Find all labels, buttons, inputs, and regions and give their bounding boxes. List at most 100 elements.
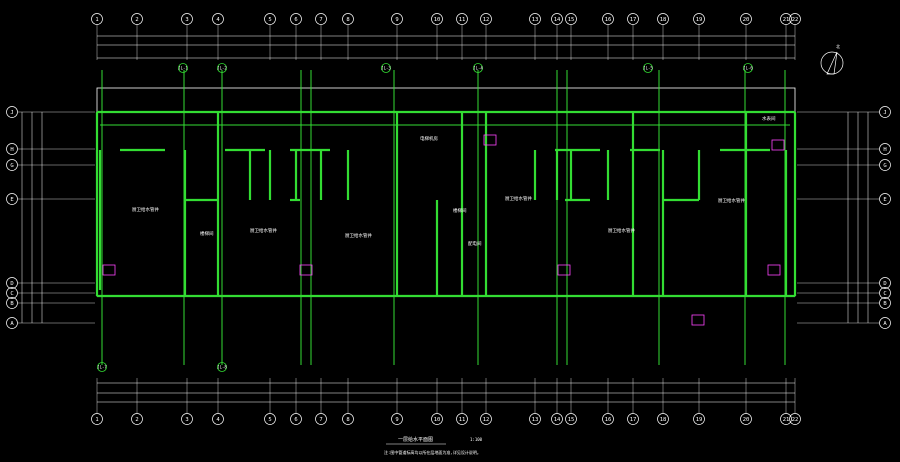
axis-right-E: E [879, 193, 891, 205]
room-label-11: 水表间 [762, 115, 776, 122]
room-label-7: 厨卫给水管井 [718, 197, 745, 204]
axis-left-A: A [6, 317, 18, 329]
riser-label-2: JL-2 [217, 66, 227, 71]
axis-left-C: C [6, 287, 18, 299]
axis-top-14: 14 [551, 13, 563, 25]
axis-bottom-19: 19 [693, 413, 705, 425]
axis-top-4: 4 [212, 13, 224, 25]
bottom-dimension-lines [97, 382, 795, 403]
axis-top-16-label: 16 [605, 17, 612, 23]
axis-bottom-15-label: 15 [568, 417, 575, 423]
fixture-3 [767, 264, 781, 276]
axis-bottom-10: 10 [431, 413, 443, 425]
axis-top-17: 17 [627, 13, 639, 25]
plumbing-fixtures [102, 134, 785, 326]
axis-left-H-label: H [10, 147, 13, 153]
axis-right-B-label: B [883, 301, 887, 307]
north-label: 北 [836, 43, 840, 49]
axis-right-J-label: J [883, 110, 886, 116]
axis-top-8-label: 8 [346, 17, 349, 23]
fixture-6 [691, 314, 705, 326]
room-label-4: 楼梯间 [200, 230, 214, 237]
axis-right-D: D [879, 277, 891, 289]
axis-top-22-label: 22 [792, 17, 799, 23]
axis-right-G-label: G [883, 163, 886, 169]
axis-top-7-label: 7 [319, 17, 322, 23]
axis-bottom-15: 15 [565, 413, 577, 425]
room-label-9: 配电间 [468, 240, 482, 247]
axis-bottom-9-label: 9 [395, 417, 398, 423]
room-label-8: 电梯机房 [420, 135, 438, 142]
top-dimension-lines [97, 35, 795, 59]
axis-bottom-10-label: 10 [434, 417, 441, 423]
axis-top-16: 16 [602, 13, 614, 25]
axis-top-18-label: 18 [660, 17, 667, 23]
axis-right-H-label: H [883, 147, 886, 153]
axis-left-D-label: D [10, 281, 13, 287]
axis-top-15-label: 15 [568, 17, 575, 23]
drawing-scale: 1:100 [470, 437, 483, 442]
room-label-2: 厨卫给水管井 [250, 227, 277, 234]
axis-bottom-11: 11 [456, 413, 468, 425]
axis-bottom-22: 22 [789, 413, 801, 425]
axis-bottom-19-label: 19 [696, 417, 703, 423]
axis-top-11-label: 11 [459, 17, 466, 23]
axis-top-8: 8 [342, 13, 354, 25]
axis-bottom-2-label: 2 [135, 417, 138, 423]
axis-bottom-12: 12 [480, 413, 492, 425]
axis-bottom-17-label: 17 [630, 417, 637, 423]
axis-top-13-label: 13 [532, 17, 539, 23]
axis-top-5-label: 5 [268, 17, 271, 23]
axis-top-13: 13 [529, 13, 541, 25]
axis-bottom-2: 2 [131, 413, 143, 425]
axis-top-11: 11 [456, 13, 468, 25]
riser-bubble-7: JL-7 [97, 362, 107, 372]
axis-bottom-9: 9 [391, 413, 403, 425]
axis-bottom-11-label: 11 [459, 417, 466, 423]
axis-top-1: 1 [91, 13, 103, 25]
axis-left-E: E [6, 193, 18, 205]
axis-top-19-label: 19 [696, 17, 703, 23]
fixture-4 [483, 134, 497, 146]
fixture-2 [557, 264, 571, 276]
axis-top-6-label: 6 [294, 17, 297, 23]
axis-top-6: 6 [290, 13, 302, 25]
axis-bottom-3-label: 3 [185, 417, 188, 423]
axis-right-G: G [879, 159, 891, 171]
axis-left-G-label: G [10, 163, 13, 169]
riser-bubble-2: JL-2 [217, 63, 227, 73]
axis-top-22: 22 [789, 13, 801, 25]
axis-left-J: J [6, 106, 18, 118]
axis-left-B-label: B [10, 301, 14, 307]
axis-bottom-5: 5 [264, 413, 276, 425]
axis-top-19: 19 [693, 13, 705, 25]
axis-top-18: 18 [657, 13, 669, 25]
axis-bottom-1: 1 [91, 413, 103, 425]
building-outline [96, 87, 796, 297]
axis-top-5: 5 [264, 13, 276, 25]
fixture-0 [102, 264, 116, 276]
riser-bubble-4: JL-4 [473, 63, 483, 73]
axis-bottom-8-label: 8 [346, 417, 349, 423]
riser-label-8: JL-8 [217, 365, 227, 370]
axis-bottom-20: 20 [740, 413, 752, 425]
axis-top-14-label: 14 [554, 17, 561, 23]
axis-bottom-17: 17 [627, 413, 639, 425]
axis-top-10: 10 [431, 13, 443, 25]
axis-right-E-label: E [883, 197, 886, 203]
axis-left-D: D [6, 277, 18, 289]
axis-left-J-label: J [10, 110, 13, 116]
axis-bottom-5-label: 5 [268, 417, 271, 423]
axis-left-A-label: A [10, 321, 14, 327]
riser-label-1: JL-1 [178, 66, 188, 71]
side-dimension-lines [21, 112, 869, 323]
axis-top-12: 12 [480, 13, 492, 25]
axis-top-20: 20 [740, 13, 752, 25]
axis-bottom-22-label: 22 [792, 417, 799, 423]
axis-top-3-label: 3 [185, 17, 188, 23]
axis-top-10-label: 10 [434, 17, 441, 23]
north-arrow-icon: 北 [820, 43, 844, 75]
